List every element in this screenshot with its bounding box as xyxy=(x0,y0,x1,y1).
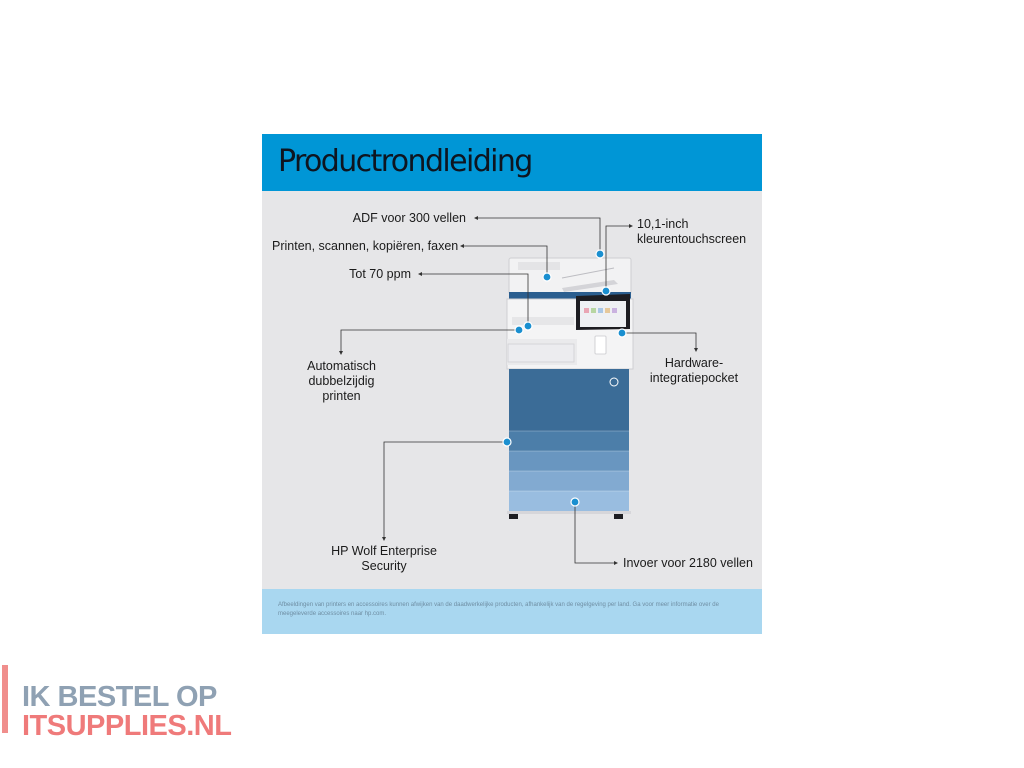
disclaimer-text: Afbeeldingen van printers en accessoires… xyxy=(278,602,719,617)
callout-adf: ADF voor 300 vellen xyxy=(352,211,466,225)
callout-speed: Tot 70 ppm xyxy=(349,267,411,281)
callout-functions: Printen, scannen, kopiëren, faxen xyxy=(272,239,459,253)
callout-hardware-pocket: Hardware- integratiepocket xyxy=(649,356,739,385)
callout-security: HP Wolf Enterprise Security xyxy=(331,544,437,573)
callout-touchscreen: 10,1-inch kleurentouchscreen xyxy=(637,217,747,246)
product-tour-infographic: Productrondleiding xyxy=(262,134,762,634)
brand-line-2: ITSUPPLIES.NL xyxy=(22,710,232,742)
brand-accent-bar xyxy=(2,665,8,733)
callout-lines xyxy=(339,216,698,565)
callout-input: Invoer voor 2180 vellen xyxy=(623,556,753,570)
brand-logo: IK BESTEL OP ITSUPPLIES.NL xyxy=(0,662,260,742)
title-banner: Productrondleiding xyxy=(262,134,762,191)
disclaimer-footer: Afbeeldingen van printers en accessoires… xyxy=(262,589,762,634)
infographic-title: Productrondleiding xyxy=(278,144,533,179)
brand-line-1: IK BESTEL OP xyxy=(22,681,217,713)
callout-duplex: Automatisch dubbelzijdig printen xyxy=(307,359,376,403)
printer-illustration xyxy=(506,257,634,519)
